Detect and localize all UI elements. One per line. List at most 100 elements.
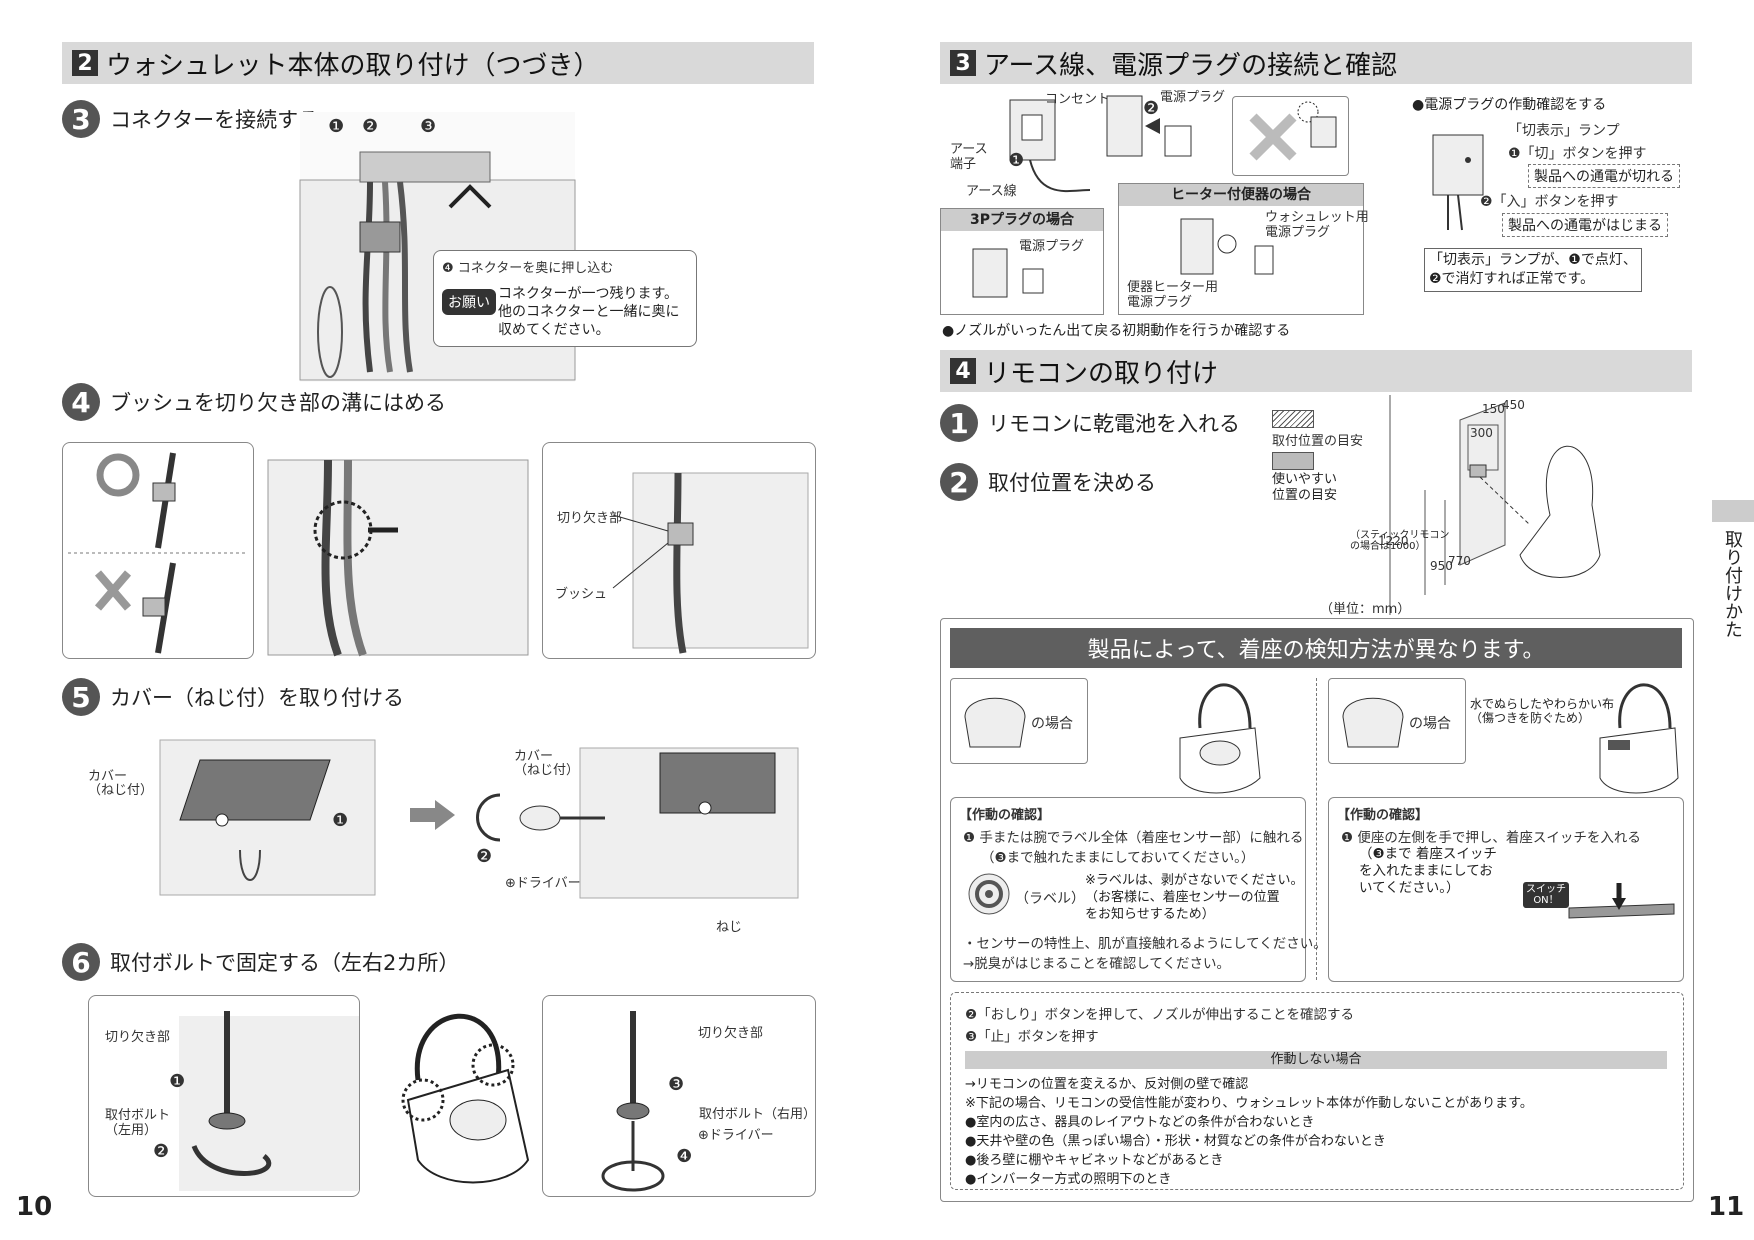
fail-header: 作動しない場合 [965,1051,1667,1069]
cover-label-a: カバー （ねじ付） [88,769,154,798]
step-text: カバー（ねじ付）を取り付ける [110,686,404,710]
plug-m2: ❷ [1143,98,1160,119]
dim-770: 770 [1448,554,1471,568]
cloth-note: 水でぬらしたやわらかい布 （傷つきを防ぐため） [1470,697,1615,725]
fail-line: ●天井や壁の色（黒っぽい場合）・形状・材質などの条件が合わないとき [965,1134,1386,1149]
on-result: 製品への通電がはじまる [1502,213,1668,237]
final-step-2: ❷「おしり」ボタンを押して、ノズルが伸出することを確認する [965,1007,1355,1023]
left-check-title: 【作動の確認】 [959,808,1051,823]
on-button-instruction: ❷「入」ボタンを押す [1480,194,1619,210]
off-result: 製品への通電が切れる [1528,164,1680,188]
cut-label: 切り欠き部 [557,511,623,526]
driver-label-right: ⊕ドライバー [698,1128,774,1143]
driver-label: ⊕ドライバー [505,876,581,891]
label-word: （ラベル） [1015,891,1085,907]
mark-1: ❶ [332,810,349,831]
marker-2: ❷ [362,116,379,137]
section-title: ウォシュレット本体の取り付け（つづき） [106,50,600,81]
3p-title: 3Pプラグの場合 [941,209,1103,231]
switch-on-badge: スイッチ ON！ [1523,882,1569,908]
heater-plug-box: ヒーター付便器の場合 ウォシュレット用 電源プラグ 便器ヒーター用 電源プラグ [1118,183,1369,315]
case-label-b: の場合 [1409,716,1451,732]
section-2-header: 2 ウォシュレット本体の取り付け（つづき） [62,42,814,84]
type-b-thumb: の場合 [1328,678,1466,764]
dim-300: 300 [1470,426,1493,440]
bolt-left-panel: 切り欠き部 取付ボルト （左用） ❶ ❷ [88,995,360,1197]
connector-callout: ❹ コネクターを奥に押し込む お願い コネクターが一つ残ります。 他のコネクター… [433,250,697,347]
section-number: 3 [950,50,976,76]
section-title: アース線、電源プラグの接続と確認 [984,50,1398,81]
toilet-a-illustration [1150,668,1270,802]
fail-list: →リモコンの位置を変えるか、反対側の壁で確認 ※下記の場合、リモコンの受信性能が… [965,1075,1533,1189]
heater-washlet-label: ウォシュレット用 電源プラグ [1265,210,1369,240]
label-note: ※ラベルは、剥がさないでください。 （お客様に、着座センサーの位置 をお知らせす… [1085,873,1304,922]
step-3: 3 コネクターを接続する [62,100,319,138]
cover-before-illustration [159,739,376,896]
earth-wire-label: アース線 [966,184,1017,199]
mark-2: ❷ [476,846,493,867]
section-title: リモコンの取り付け [984,358,1219,389]
step-4: 4 ブッシュを切り欠き部の溝にはめる [62,383,446,421]
left-check-2: ・センサーの特性上、肌が直接触れるようにしてください。 [963,936,1327,952]
cut-label-right: 切り欠き部 [698,1026,764,1041]
m4-right: ❹ [676,1146,693,1167]
dim-950: 950 [1430,559,1453,573]
left-check-1b: （❸まで触れたままにしておいてください。） [981,850,1255,866]
legend-hatch-label: 取付位置の目安 [1272,434,1364,449]
arrow-right-icon [410,800,455,834]
step-text: 取付ボルトで固定する（左右2カ所） [110,951,460,975]
fail-line: →リモコンの位置を変えるか、反対側の壁で確認 [965,1077,1249,1092]
ng-mark-icon [94,570,132,611]
cover-after-illustration [579,747,799,899]
step-5: 5 カバー（ねじ付）を取り付ける [62,678,404,716]
legend-grey-label: 使いやすい 位置の目安 [1272,472,1338,503]
toilet-b-illustration [1580,668,1680,802]
heater-title: ヒーター付便器の場合 [1119,184,1363,206]
dim-150: 150 [1482,402,1505,416]
side-tab-label: 取り付けかた [1722,530,1743,638]
dim-1220: 1220 [1378,534,1409,548]
outlet-illustration [1000,90,1095,204]
callout-step: ❹ コネクターを奥に押し込む [442,261,614,276]
m1-left: ❶ [169,1071,186,1092]
step-6: 6 取付ボルトで固定する（左右2カ所） [62,943,459,981]
section-4-header: 4 リモコンの取り付け [940,350,1692,392]
page-number-left: 10 [16,1192,53,1222]
earth-m1: ❶ [1008,150,1025,171]
wrong-plug-panel [1232,96,1349,176]
section-number: 4 [950,358,976,384]
3p-plug-label: 電源プラグ [1019,239,1085,254]
toilet-illustration [398,990,538,1194]
right-check-1: ❶ 便座の左側を手で押し、着座スイッチを入れる [1341,830,1641,846]
cover-label-b: カバー （ねじ付） [514,749,580,778]
legend-grey-swatch [1272,452,1314,470]
case-label-a: の場合 [1031,716,1073,732]
step-number: 1 [940,404,978,442]
ok-mark-icon [96,453,140,497]
left-check-box: 【作動の確認】 ❶ 手または腕でラベル全体（着座センサー部）に触れる （❸まで触… [950,797,1327,982]
left-check-3: →脱臭がはじまることを確認してください。 [963,956,1231,972]
cut-label-left: 切り欠き部 [105,1030,171,1045]
step-text: コネクターを接続する [110,108,320,132]
step-number: 6 [62,943,100,981]
left-check-1: ❶ 手または腕でラベル全体（着座センサー部）に触れる [963,830,1304,846]
section-number: 2 [72,50,98,76]
request-badge: お願い [442,289,496,315]
step-text: 取付位置を決める [988,471,1156,495]
right-check-title: 【作動の確認】 [1337,808,1429,823]
page-number-right: 11 [1708,1192,1745,1222]
bolt-label-left: 取付ボルト （左用） [105,1108,171,1138]
section-3-header: 3 アース線、電源プラグの接続と確認 [940,42,1692,84]
fail-line: ※下記の場合、リモコンの受信性能が変わり、ウォシュレット本体が作動しないことがあ… [965,1096,1533,1111]
bolt-right-panel: 切り欠き部 取付ボルト（右用） ⊕ドライバー ❸ ❹ [542,995,816,1197]
step-text: ブッシュを切り欠き部の溝にはめる [110,391,446,415]
center-divider [1316,678,1317,980]
m3-right: ❸ [668,1074,685,1095]
marker-1: ❶ [328,116,345,137]
heater-seat-label: 便器ヒーター用 電源プラグ [1127,280,1219,310]
request-note: コネクターが一つ残ります。 他のコネクターと一緒に奥に 収めてください。 [498,286,680,338]
bush-detail-panel: 切り欠き部 ブッシュ [542,442,816,659]
remote-step-2: 2 取付位置を決める [940,463,1156,501]
off-button-instruction: ❶「切」ボタンを押す [1508,146,1647,162]
switch-illustration [1428,120,1498,234]
